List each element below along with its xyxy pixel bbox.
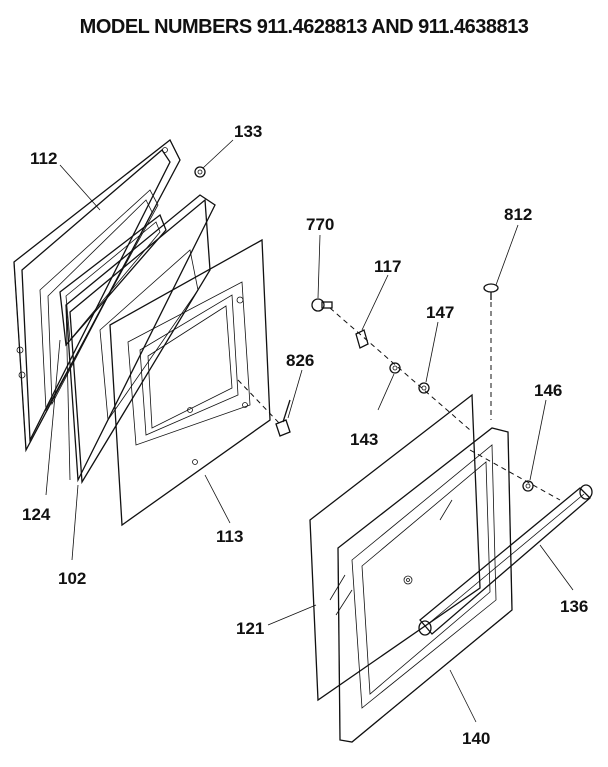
- part-136-handle: [418, 484, 593, 636]
- part-140-outer-frame: [337, 427, 513, 743]
- label-124: 124: [22, 505, 51, 524]
- label-113: 113: [216, 527, 243, 546]
- label-147: 147: [426, 303, 454, 322]
- part-826-screw: [275, 399, 291, 437]
- part-812-screw: [483, 283, 499, 300]
- page-title: MODEL NUMBERS 911.4628813 AND 911.463881…: [79, 16, 529, 38]
- part-117-clip: [355, 329, 369, 349]
- label-117: 117: [374, 257, 401, 276]
- label-140: 140: [462, 729, 490, 748]
- part-121-glass: [309, 393, 481, 702]
- label-812: 812: [504, 205, 532, 224]
- label-121: 121: [236, 619, 264, 638]
- part-147-washer: [418, 382, 430, 394]
- label-146: 146: [534, 381, 562, 400]
- part-770-screw: [311, 298, 333, 312]
- label-143: 143: [350, 430, 378, 449]
- part-143-washer: [389, 362, 401, 374]
- part-113-inner-panel: [109, 238, 271, 527]
- label-136: 136: [560, 597, 588, 616]
- part-133-nut: [194, 166, 206, 178]
- part-102-insulation: [65, 194, 216, 485]
- label-770: 770: [306, 215, 334, 234]
- part-124-gasket: [59, 213, 167, 347]
- label-112: 112: [30, 149, 57, 168]
- part-146-washer: [522, 480, 534, 492]
- label-826: 826: [286, 351, 314, 370]
- part-112-door-frame: [13, 138, 181, 453]
- label-133: 133: [234, 122, 262, 141]
- label-102: 102: [58, 569, 86, 588]
